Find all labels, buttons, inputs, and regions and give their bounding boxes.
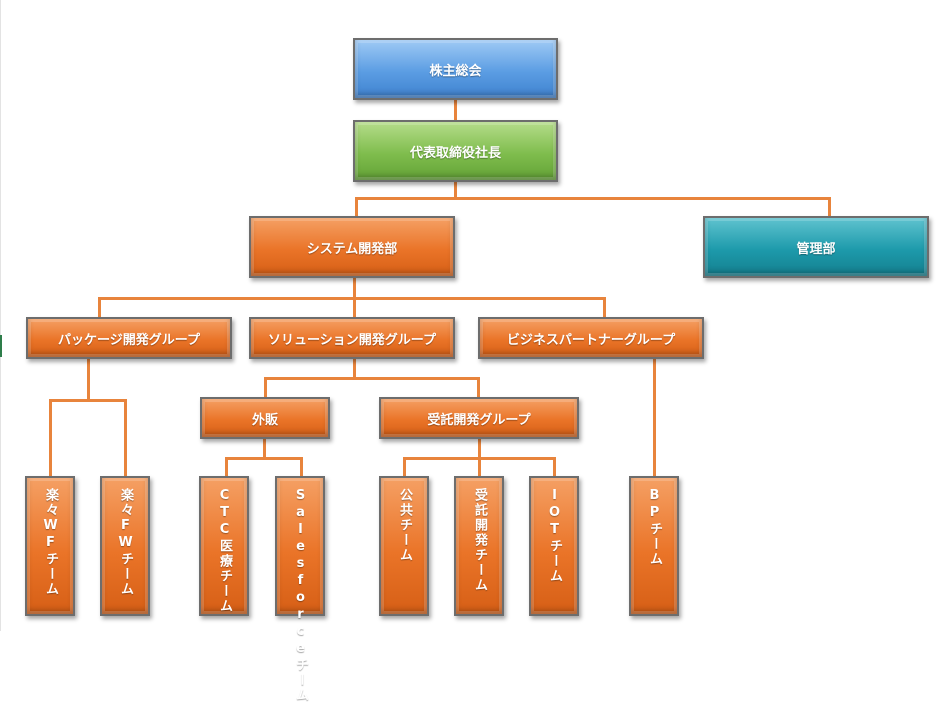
- connector-line: [652, 357, 656, 478]
- connector-line: [453, 180, 457, 200]
- node-label: BPチーム: [647, 488, 662, 567]
- node-solution-group: ソリューション開発グループ: [249, 317, 455, 359]
- connector-line: [354, 196, 358, 218]
- node-label: 受託開発グループ: [427, 412, 531, 428]
- node-bp-team: BPチーム: [629, 476, 679, 616]
- node-salesforce-team: Salesforceチーム: [275, 476, 325, 703]
- node-label: 代表取締役社長: [409, 145, 501, 161]
- connector-line: [477, 437, 481, 460]
- node-contract-group: 受託開発グループ: [379, 397, 579, 439]
- node-gaihan: 外販: [200, 397, 330, 439]
- node-label: 管理部: [796, 241, 836, 257]
- node-label: 外販: [251, 412, 278, 428]
- node-shareholders: 株主総会: [353, 38, 558, 100]
- connector-line: [354, 196, 831, 200]
- node-public-team: 公共チーム: [379, 476, 429, 616]
- node-ceo: 代表取締役社長: [353, 120, 558, 182]
- node-label: 公共チーム: [397, 488, 412, 563]
- node-label: 受託開発チーム: [472, 488, 487, 593]
- node-system-dev: システム開発部: [249, 216, 455, 278]
- node-label: CTC医療チーム: [217, 488, 232, 614]
- connector-line: [224, 456, 228, 478]
- connector-line: [299, 456, 303, 478]
- node-admin: 管理部: [703, 216, 929, 278]
- node-bp-group: ビジネスパートナーグループ: [478, 317, 704, 359]
- node-package-group: パッケージ開発グループ: [26, 317, 232, 359]
- node-ctc-team: CTC医療チーム: [199, 476, 249, 616]
- connector-line: [552, 456, 556, 478]
- connector-line: [262, 437, 266, 460]
- connector-line: [827, 196, 831, 218]
- node-iot-team: IOTチーム: [529, 476, 579, 616]
- connector-line: [602, 296, 606, 319]
- node-label: ソリューション開発グループ: [268, 332, 436, 348]
- node-label: 楽々WFチーム: [43, 488, 58, 597]
- connector-line: [263, 376, 267, 399]
- connector-line: [476, 376, 480, 399]
- node-contract-team: 受託開発チーム: [454, 476, 504, 616]
- left-edge-marker: [0, 335, 2, 357]
- connector-line: [97, 296, 101, 319]
- node-label: Salesforceチーム: [293, 488, 308, 703]
- connector-line: [453, 98, 457, 122]
- node-label: システム開発部: [306, 241, 398, 257]
- connector-line: [352, 276, 356, 300]
- connector-line: [224, 456, 303, 460]
- connector-line: [48, 398, 127, 402]
- connector-line: [97, 296, 606, 300]
- connector-line: [402, 456, 406, 478]
- connector-line: [477, 456, 481, 478]
- connector-line: [352, 296, 356, 319]
- node-label: パッケージ開発グループ: [58, 332, 200, 348]
- org-chart: 株主総会代表取締役社長システム開発部 管理部パッケージ開発グループ ソリューション開…: [25, 38, 929, 703]
- connector-line: [48, 398, 52, 478]
- node-label: IOTチーム: [547, 488, 562, 584]
- left-edge-divider: [0, 0, 1, 631]
- connector-line: [123, 398, 127, 478]
- connector-line: [263, 376, 480, 380]
- node-label: 株主総会: [429, 63, 482, 79]
- connector-line: [352, 357, 356, 380]
- connector-line: [86, 357, 90, 402]
- node-fw-team: 楽々FWチーム: [100, 476, 150, 616]
- node-label: ビジネスパートナーグループ: [506, 332, 676, 348]
- node-label: 楽々FWチーム: [118, 488, 133, 597]
- node-wf-team: 楽々WFチーム: [25, 476, 75, 616]
